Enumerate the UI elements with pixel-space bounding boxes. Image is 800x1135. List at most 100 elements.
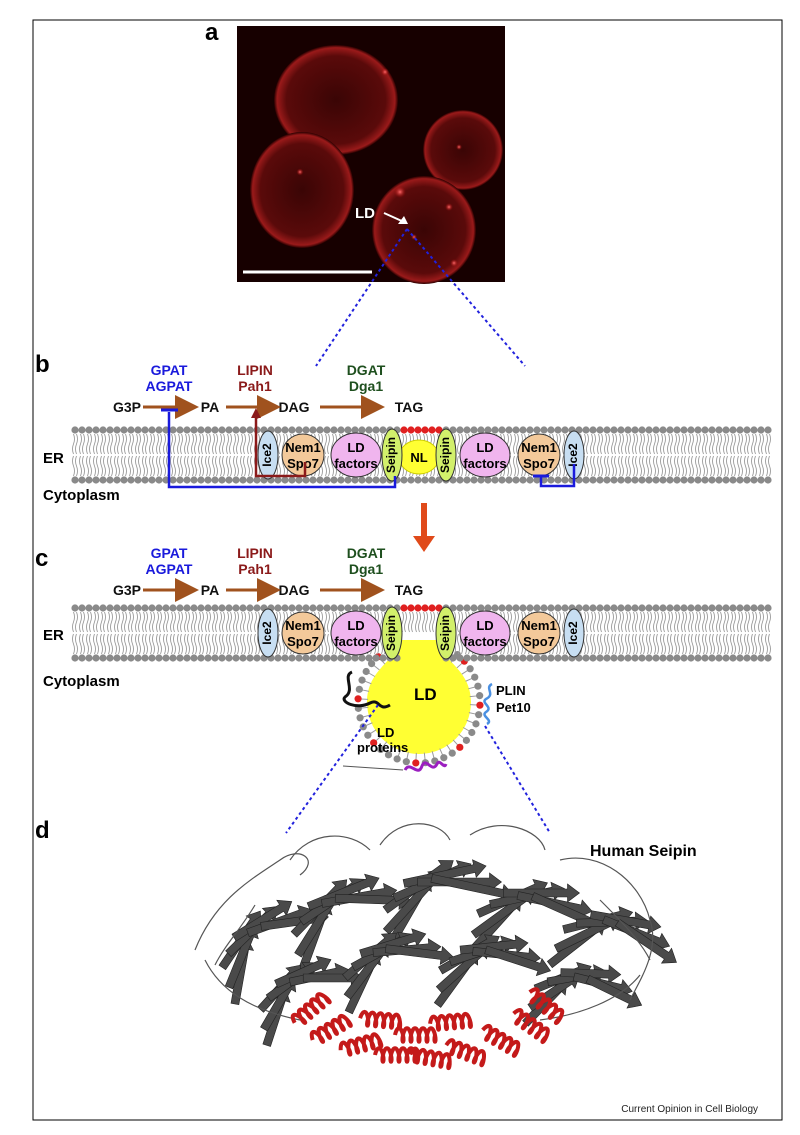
lipid-tail-bottom (754, 455, 757, 477)
lipid-head-bottom (183, 476, 191, 484)
lipid-head-top (554, 426, 562, 434)
lipid-tail-top (684, 611, 687, 633)
lipid-head-top (589, 426, 597, 434)
ld-protein-black (342, 670, 391, 709)
lipid-head-top (400, 604, 408, 612)
lipid-tail-bottom (660, 633, 663, 655)
alpha-helix (481, 1023, 521, 1058)
lipid-head-bottom (134, 476, 142, 484)
lipid-tail-top (159, 433, 162, 455)
lipid-tail-bottom (82, 455, 85, 477)
lipid-tail-top (684, 433, 687, 455)
lipid-tail-top (152, 433, 155, 455)
lipid-tail-bottom (163, 455, 166, 477)
lipid-head-bottom (491, 654, 499, 662)
cytoplasm-label-c: Cytoplasm (43, 673, 120, 690)
lipid-tail-top (607, 611, 610, 633)
lipid-tail-top (327, 433, 330, 455)
lipid-tail-bottom (152, 633, 155, 655)
lipid-tail-top (278, 611, 281, 633)
lipid-tail-top (670, 611, 673, 633)
lipid-head-bottom (190, 476, 198, 484)
lipid-head-top (169, 426, 177, 434)
ld-factors (330, 432, 382, 478)
lipid-head-top (106, 426, 114, 434)
coil-loop (204, 959, 301, 1021)
lipid-tail-top (404, 611, 407, 633)
lipid-head-top (274, 604, 282, 612)
ld-factors-label: LD (476, 618, 493, 633)
lipid-head-bottom (764, 476, 772, 484)
lipid-head-top (127, 604, 135, 612)
lipid-tail-top (236, 611, 239, 633)
lipid-head-bottom (92, 476, 100, 484)
enzyme-label-line1: LIPIN (237, 362, 273, 378)
lipid-head-bottom (652, 654, 660, 662)
lipid-head-top (449, 604, 457, 612)
lipid-head-top (85, 426, 93, 434)
lipid-tail-bottom (93, 455, 96, 477)
enzyme-label-line1: GPAT (151, 362, 188, 378)
lipid-head-bottom (519, 654, 527, 662)
lipid-tail-top (163, 611, 166, 633)
plin-label: PLIN (496, 683, 526, 698)
lipid-tail-top (761, 611, 764, 633)
lipid-tail-bottom (516, 633, 519, 655)
lipid-head-bottom (197, 476, 205, 484)
lipid-tail-bottom (240, 633, 243, 655)
monolayer-head (456, 743, 464, 751)
lipid-tail-bottom (516, 455, 519, 477)
lipid-head-bottom (764, 654, 772, 662)
lipid-tail-bottom (768, 633, 771, 655)
lipid-tail-bottom (135, 455, 138, 477)
lipid-tail-top (744, 611, 747, 633)
lipid-tail-top (96, 611, 99, 633)
lipid-tail-top (754, 611, 757, 633)
lipid-head-top (687, 604, 695, 612)
seipin-structure (194, 823, 677, 1071)
lipid-tail-top (751, 611, 754, 633)
lipid-tail-top (628, 611, 631, 633)
lipid-tail-top (516, 433, 519, 455)
lipid-head-bottom (526, 654, 534, 662)
lipid-head-top (204, 604, 212, 612)
lipid-droplet-dot (445, 203, 453, 211)
lipid-tail-top (747, 433, 750, 455)
lipid-head-bottom (708, 654, 716, 662)
lipid-tail-top (600, 433, 603, 455)
lipid-head-bottom (729, 476, 737, 484)
gpat-inhibition-line (167, 412, 397, 489)
lipid-droplet-dot (450, 259, 458, 267)
lipid-tail-bottom (562, 633, 565, 655)
lipid-tail-top (156, 433, 159, 455)
lipid-head-top (743, 426, 751, 434)
lipid-tail-bottom (677, 633, 680, 655)
lipid-head-top (561, 426, 569, 434)
lipid-head-top (351, 426, 359, 434)
lipid-tail-bottom (194, 455, 197, 477)
lipid-head-bottom (757, 654, 765, 662)
lipid-head-bottom (652, 476, 660, 484)
ld-factors-label: LD (347, 440, 364, 455)
lipid-tail-top (740, 611, 743, 633)
lipid-head-top (351, 604, 359, 612)
lipid-tail-bottom (607, 455, 610, 477)
seipin-left-label: Seipin (384, 437, 398, 473)
lipid-tail-bottom (737, 633, 740, 655)
lipid-tail-bottom (107, 633, 110, 655)
lipid-tail-top (688, 611, 691, 633)
lipid-tail-bottom (646, 633, 649, 655)
lipid-head-bottom (358, 654, 366, 662)
lipid-head-top (211, 426, 219, 434)
lipid-tail-top (215, 611, 218, 633)
monolayer-tail (439, 748, 444, 756)
monolayer-tail (368, 672, 376, 677)
lipid-head-bottom (302, 476, 310, 484)
lipid-tail-top (142, 611, 145, 633)
lipid-head-bottom (715, 654, 723, 662)
lipid-droplet-dot (456, 144, 462, 150)
lipid-tail-bottom (212, 633, 215, 655)
lipid-head-top (288, 604, 296, 612)
lipid-head-bottom (743, 654, 751, 662)
